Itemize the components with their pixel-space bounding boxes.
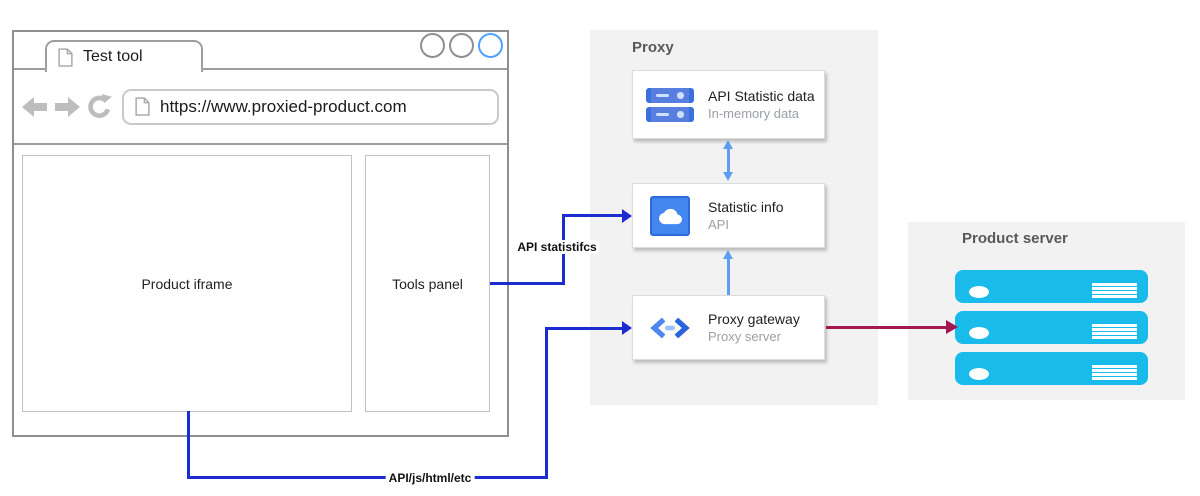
server-icon xyxy=(955,352,1148,385)
window-control-circle-active xyxy=(478,33,503,58)
server-icon xyxy=(955,311,1148,344)
edge-label-page-assets: API/js/html/etc xyxy=(385,470,475,485)
node-title: Proxy gateway xyxy=(708,311,800,327)
node-statistic-info: Statistic info API xyxy=(632,183,825,248)
product-server-title: Product server xyxy=(962,230,1068,247)
arrow-head-up-icon xyxy=(722,140,733,149)
arrow-head-right-icon xyxy=(622,321,632,335)
window-control-circle xyxy=(449,33,474,58)
product-server-group: Product server xyxy=(908,222,1185,400)
document-icon xyxy=(135,97,150,116)
proxy-group: Proxy API Statistic data In-memory data xyxy=(590,30,878,405)
tab-strip xyxy=(14,32,507,70)
node-subtitle: API xyxy=(708,217,729,232)
product-iframe-label: Product iframe xyxy=(141,275,233,292)
node-title: Statistic info xyxy=(708,199,784,215)
tab-title: Test tool xyxy=(83,48,143,65)
edge-iframe-gateway xyxy=(544,326,622,330)
arrow-head-right-icon xyxy=(946,319,958,334)
node-api-statistic-data: API Statistic data In-memory data xyxy=(632,70,825,139)
window-controls xyxy=(420,33,503,58)
edge-iframe-gateway xyxy=(544,326,548,479)
node-subtitle: Proxy server xyxy=(708,329,781,344)
code-gateway-icon xyxy=(645,316,695,340)
url-bar: https://www.proxied-product.com xyxy=(122,88,499,125)
cloud-api-icon xyxy=(645,195,695,236)
node-proxy-gateway: Proxy gateway Proxy server xyxy=(632,295,825,360)
edge-label-api-statistics: API statistifcs xyxy=(514,240,600,254)
server-icon xyxy=(955,270,1148,303)
back-arrow-icon xyxy=(22,96,47,117)
arrow-head-down-icon xyxy=(722,172,733,181)
forward-arrow-icon xyxy=(55,96,80,117)
browser-tab: Test tool xyxy=(45,40,203,72)
document-icon xyxy=(58,47,73,67)
product-iframe-pane: Product iframe xyxy=(22,155,352,412)
node-subtitle: In-memory data xyxy=(708,106,800,121)
edge-iframe-gateway xyxy=(186,411,190,479)
browser-window: Test tool https://www.proxied-product.co… xyxy=(12,30,509,437)
url-text: https://www.proxied-product.com xyxy=(160,96,407,116)
edge-gateway-productserver xyxy=(826,325,947,329)
arrow-head-right-icon xyxy=(622,208,632,223)
window-control-circle xyxy=(420,33,445,58)
tools-panel-pane: Tools panel xyxy=(365,155,490,412)
arrow-head-up-icon xyxy=(722,250,733,259)
edge-statdata-statinfo xyxy=(726,148,730,174)
node-title: API Statistic data xyxy=(708,88,815,104)
memorystore-icon xyxy=(645,87,695,122)
edge-gateway-statinfo xyxy=(726,258,730,295)
browser-toolbar: https://www.proxied-product.com xyxy=(14,70,507,145)
reload-icon xyxy=(88,93,112,118)
proxy-group-title: Proxy xyxy=(632,39,674,56)
edge-tools-statinfo xyxy=(490,281,564,285)
edge-iframe-gateway xyxy=(186,476,548,479)
edge-tools-statinfo xyxy=(562,214,622,217)
tools-panel-label: Tools panel xyxy=(392,275,463,292)
